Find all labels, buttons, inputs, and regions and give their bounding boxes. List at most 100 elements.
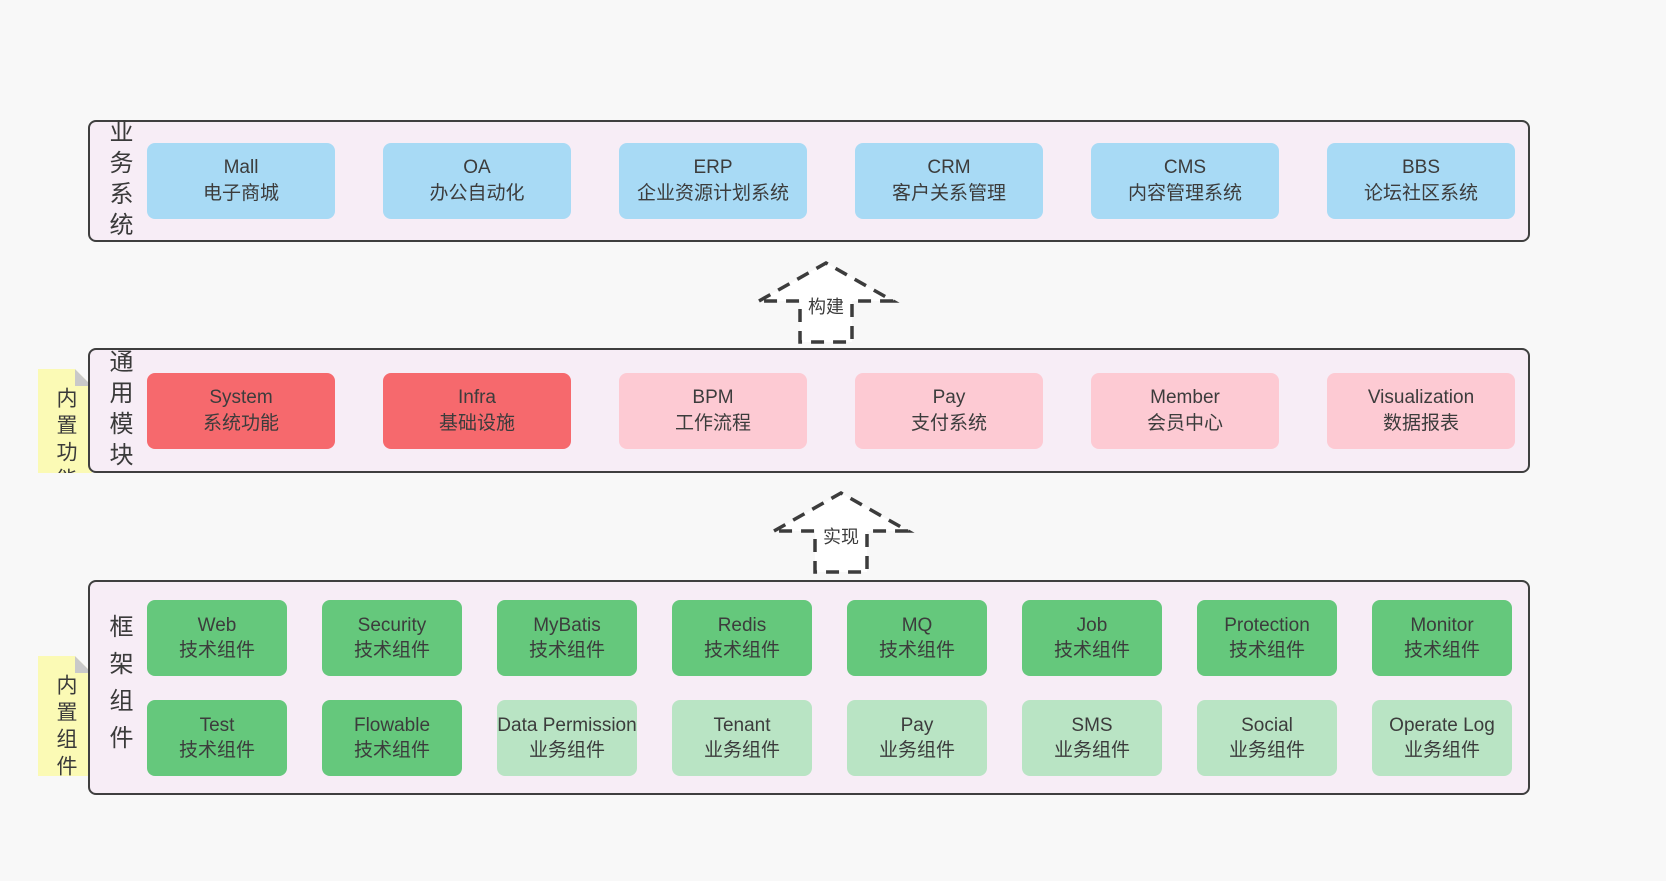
box-title: Job xyxy=(1076,614,1108,636)
box-cms: CMS 内容管理系统 xyxy=(1091,143,1279,219)
sticky-note-builtin-features: 内置功能 xyxy=(38,369,92,473)
box-subtitle: 技术组件 xyxy=(178,739,255,761)
box-title: Protection xyxy=(1224,614,1310,636)
box-title: System xyxy=(209,386,273,408)
box-infra: Infra 基础设施 xyxy=(383,372,571,449)
box-title: CRM xyxy=(927,157,971,178)
box-subtitle: 技术组件 xyxy=(703,639,780,661)
box-pay-module: Pay 支付系统 xyxy=(855,372,1043,449)
box-member: Member 会员中心 xyxy=(1091,372,1279,449)
box-subtitle: 业务组件 xyxy=(703,739,780,761)
arrow-label: 实现 xyxy=(820,523,862,549)
box-title: Visualization xyxy=(1367,386,1475,408)
box-title: SMS xyxy=(1071,714,1113,736)
band-label-text: 业务系统 xyxy=(105,119,132,243)
box-title: Security xyxy=(357,614,427,636)
arrow-implement: 实现 xyxy=(766,487,916,575)
box-title: Pay xyxy=(932,386,966,408)
box-title: Test xyxy=(199,714,235,736)
box-title: Data Permission xyxy=(497,714,637,736)
box-title: MQ xyxy=(901,614,933,636)
box-social: Social 业务组件 xyxy=(1197,699,1337,776)
box-subtitle: 工作流程 xyxy=(674,412,751,434)
box-bpm: BPM 工作流程 xyxy=(619,372,807,449)
box-redis: Redis 技术组件 xyxy=(672,599,812,676)
box-subtitle: 技术组件 xyxy=(1403,639,1480,661)
box-flowable: Flowable 技术组件 xyxy=(322,699,462,776)
band-label: 通用模块 xyxy=(90,349,147,473)
box-bbs: BBS 论坛社区系统 xyxy=(1327,143,1515,219)
box-subtitle: 业务组件 xyxy=(1228,739,1305,761)
box-subtitle: 数据报表 xyxy=(1382,412,1459,434)
box-subtitle: 内容管理系统 xyxy=(1127,183,1242,204)
box-title: Mall xyxy=(223,157,259,178)
sticky-note-builtin-components: 内置组件 xyxy=(38,656,92,776)
box-visualization: Visualization 数据报表 xyxy=(1327,372,1515,449)
box-title: BPM xyxy=(692,386,734,408)
band-business-systems: 业务系统 Mall 电子商城 OA 办公自动化 ERP 企业资源计划系统 CRM… xyxy=(88,119,1530,243)
box-subtitle: 业务组件 xyxy=(528,739,605,761)
sticky-note-label: 内置组件 xyxy=(54,674,77,782)
box-subtitle: 系统功能 xyxy=(202,412,279,434)
sticky-note-label: 内置功能 xyxy=(54,387,77,495)
band-label: 业务系统 xyxy=(90,119,147,243)
box-subtitle: 业务组件 xyxy=(1403,739,1480,761)
box-title: Tenant xyxy=(713,714,771,736)
box-data-permission: Data Permission 业务组件 xyxy=(497,699,637,776)
box-title: Monitor xyxy=(1410,614,1474,636)
box-crm: CRM 客户关系管理 xyxy=(855,143,1043,219)
box-mybatis: MyBatis 技术组件 xyxy=(497,599,637,676)
box-subtitle: 技术组件 xyxy=(178,639,255,661)
box-subtitle: 客户关系管理 xyxy=(891,183,1006,204)
box-subtitle: 技术组件 xyxy=(353,639,430,661)
box-subtitle: 支付系统 xyxy=(910,412,987,434)
band-label-text: 框架组件 xyxy=(105,613,132,762)
box-subtitle: 业务组件 xyxy=(878,739,955,761)
box-subtitle: 技术组件 xyxy=(878,639,955,661)
box-system: System 系统功能 xyxy=(147,372,335,449)
box-subtitle: 会员中心 xyxy=(1146,412,1223,434)
box-operate-log: Operate Log 业务组件 xyxy=(1372,699,1512,776)
box-title: Pay xyxy=(900,714,934,736)
box-tenant: Tenant 业务组件 xyxy=(672,699,812,776)
box-subtitle: 技术组件 xyxy=(1228,639,1305,661)
box-monitor: Monitor 技术组件 xyxy=(1372,599,1512,676)
box-job: Job 技术组件 xyxy=(1022,599,1162,676)
box-title: BBS xyxy=(1401,157,1441,178)
band-label-text: 通用模块 xyxy=(105,348,132,473)
box-title: OA xyxy=(463,157,491,178)
business-systems-grid: Mall 电子商城 OA 办公自动化 ERP 企业资源计划系统 CRM 客户关系… xyxy=(147,143,1515,219)
band-label: 框架组件 xyxy=(90,614,147,762)
box-subtitle: 技术组件 xyxy=(1053,639,1130,661)
box-sms: SMS 业务组件 xyxy=(1022,699,1162,776)
box-title: Operate Log xyxy=(1389,714,1495,736)
box-mq: MQ 技术组件 xyxy=(847,599,987,676)
band-common-modules: 通用模块 System 系统功能 Infra 基础设施 BPM 工作流程 Pay… xyxy=(88,348,1530,473)
box-protection: Protection 技术组件 xyxy=(1197,599,1337,676)
box-title: Member xyxy=(1150,386,1220,408)
box-title: Flowable xyxy=(353,714,431,736)
box-subtitle: 论坛社区系统 xyxy=(1363,183,1478,204)
arrow-build: 构建 xyxy=(751,257,901,345)
box-title: Redis xyxy=(717,614,767,636)
box-title: ERP xyxy=(693,157,733,178)
box-title: Web xyxy=(197,614,237,636)
box-test: Test 技术组件 xyxy=(147,699,287,776)
box-security: Security 技术组件 xyxy=(322,599,462,676)
common-modules-grid: System 系统功能 Infra 基础设施 BPM 工作流程 Pay 支付系统… xyxy=(147,372,1515,449)
box-subtitle: 基础设施 xyxy=(438,412,515,434)
box-title: Social xyxy=(1241,714,1293,736)
framework-components-grid: Web 技术组件 Security 技术组件 MyBatis 技术组件 Redi… xyxy=(147,599,1512,776)
box-subtitle: 办公自动化 xyxy=(429,183,525,204)
box-subtitle: 技术组件 xyxy=(353,739,430,761)
box-subtitle: 技术组件 xyxy=(528,639,605,661)
box-subtitle: 企业资源计划系统 xyxy=(636,183,789,204)
box-title: CMS xyxy=(1163,157,1207,178)
band-framework-components: 框架组件 Web 技术组件 Security 技术组件 MyBatis 技术组件… xyxy=(88,580,1530,795)
box-subtitle: 电子商城 xyxy=(202,183,279,204)
box-subtitle: 业务组件 xyxy=(1053,739,1130,761)
box-title: MyBatis xyxy=(533,614,601,636)
box-erp: ERP 企业资源计划系统 xyxy=(619,143,807,219)
box-web: Web 技术组件 xyxy=(147,599,287,676)
